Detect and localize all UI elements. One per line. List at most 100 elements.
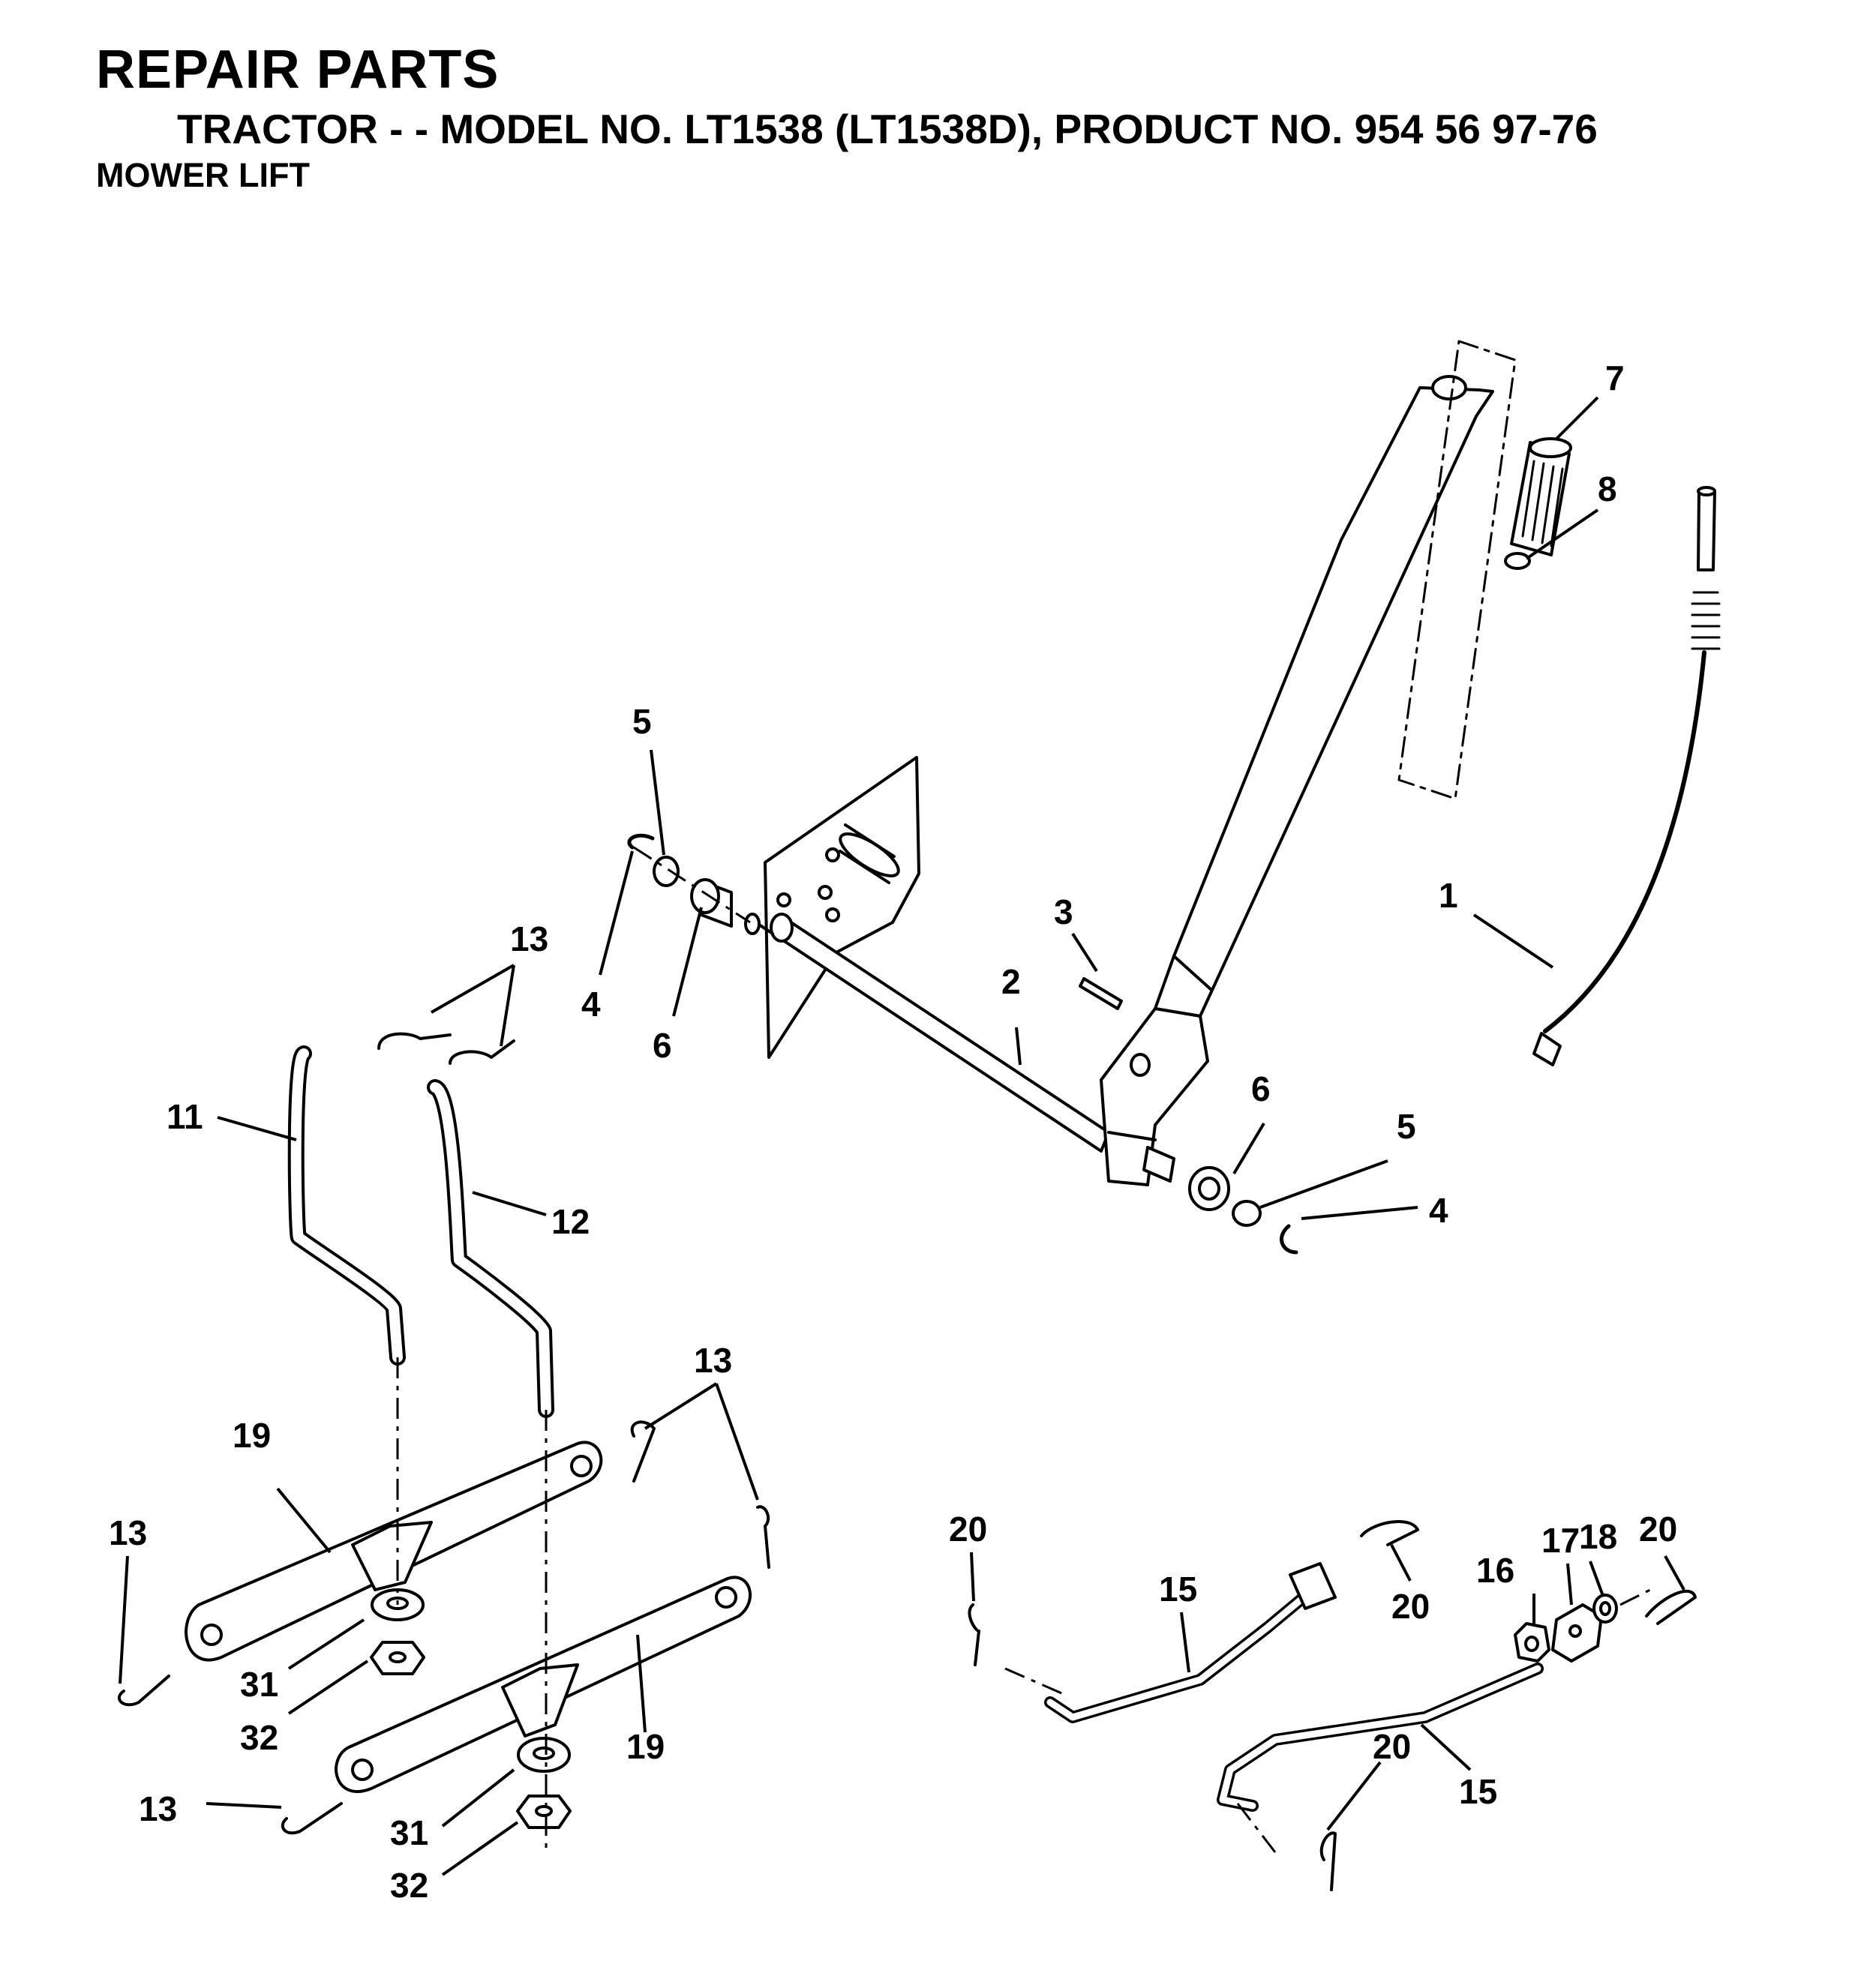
- leader-32a: [287, 1660, 369, 1715]
- shaft-end-lower: [1142, 1146, 1175, 1183]
- leader-4a: [599, 850, 634, 976]
- leader-7: [1555, 396, 1599, 440]
- handle-clevis: [1100, 1007, 1209, 1186]
- leader-8: [1525, 508, 1599, 560]
- adjust-rod-lower-inner: [1219, 1665, 1541, 1810]
- callout-20: 20: [949, 1510, 987, 1549]
- callout-1: 1: [1439, 876, 1458, 915]
- lift-arm-upper: [185, 1441, 603, 1662]
- spacer-lower: [517, 1737, 571, 1773]
- leader-6a: [672, 907, 703, 1017]
- leader-12: [472, 1191, 547, 1216]
- callout-13: 13: [694, 1341, 732, 1380]
- axis-line-lower-rod: [1236, 1803, 1277, 1853]
- leader-17: [1566, 1563, 1573, 1606]
- leader-3: [1071, 932, 1098, 973]
- leader-6b: [1232, 1122, 1265, 1175]
- leader-13d: [206, 1802, 282, 1809]
- lift-link-left-inner: [290, 1048, 403, 1363]
- callout-7: 7: [1605, 358, 1625, 397]
- hairpin-clip-6: [281, 1802, 343, 1835]
- callout-13: 13: [139, 1789, 177, 1828]
- callout-16: 16: [1476, 1551, 1514, 1590]
- leader-5b: [1259, 1159, 1388, 1209]
- callout-31: 31: [390, 1813, 428, 1852]
- leader-20b: [1390, 1544, 1412, 1582]
- jam-nut: [1514, 1622, 1550, 1663]
- leader-20c: [1664, 1555, 1685, 1591]
- callout-31: 31: [240, 1665, 278, 1704]
- ferrule-block: [1551, 1603, 1603, 1663]
- callout-11: 11: [167, 1097, 203, 1136]
- callout-6: 6: [1251, 1069, 1271, 1108]
- callout-8: 8: [1598, 469, 1617, 508]
- axis-line-upper-rod: [1004, 1667, 1066, 1696]
- hairpin-clip-3: [630, 1420, 656, 1483]
- callout-3: 3: [1054, 892, 1073, 931]
- leader-19a: [276, 1487, 332, 1554]
- ferrule-washer: [1592, 1594, 1618, 1624]
- bushing-lower: [1188, 1166, 1230, 1211]
- leader-19b: [636, 1634, 647, 1733]
- leader-31a: [287, 1618, 365, 1670]
- leader-1: [1472, 913, 1554, 969]
- callout-4: 4: [1429, 1191, 1448, 1230]
- lift-arm-lower: [335, 1576, 752, 1793]
- page-title: REPAIR PARTS: [96, 40, 500, 100]
- lift-link-right-inner: [430, 1082, 551, 1415]
- leader-20d: [1326, 1761, 1382, 1831]
- roll-pin: [1079, 977, 1123, 1010]
- hairpin-clip-8: [1360, 1519, 1419, 1546]
- callout-15: 15: [1159, 1570, 1197, 1609]
- leader-13a: [431, 964, 515, 1047]
- leader-20a: [970, 1552, 975, 1602]
- leader-15b: [1420, 1723, 1472, 1771]
- callout-12: 12: [551, 1202, 590, 1241]
- hairpin-clip-10: [1319, 1831, 1337, 1891]
- leader-32b: [441, 1821, 519, 1876]
- model-subtitle: TRACTOR - - MODEL NO. LT1538 (LT1538D), …: [177, 106, 1598, 152]
- callout-20: 20: [1639, 1510, 1677, 1549]
- lift-link-left: [287, 1045, 406, 1366]
- leader-18: [1589, 1561, 1604, 1597]
- leader-4b: [1301, 1206, 1418, 1220]
- leader-5a: [650, 749, 665, 856]
- leader-13c: [119, 1555, 129, 1684]
- ferrule-upper: [1289, 1562, 1337, 1610]
- hairpin-clip-9: [1645, 1589, 1697, 1625]
- axis-line-shaft-upper: [633, 846, 751, 924]
- shaft-end-upper: [744, 913, 761, 935]
- leader-31b: [441, 1768, 515, 1828]
- nut-lower: [516, 1795, 572, 1829]
- callout-5: 5: [1397, 1107, 1416, 1146]
- axis-line-ferrule: [1619, 1588, 1651, 1606]
- e-clip-lower: [1280, 1224, 1298, 1255]
- hairpin-clip-2: [449, 1039, 515, 1065]
- callout-2: 2: [1001, 962, 1021, 1001]
- lift-cable: [1532, 486, 1721, 1066]
- callout-4: 4: [581, 985, 601, 1024]
- leader-2: [1015, 1027, 1022, 1066]
- adjust-rod-upper-inner: [1046, 1586, 1316, 1721]
- callout-17: 17: [1541, 1521, 1580, 1560]
- callout-32: 32: [240, 1718, 278, 1757]
- callout-13: 13: [510, 919, 548, 958]
- leader-11: [217, 1116, 297, 1141]
- grip-nut: [1504, 552, 1531, 570]
- washer-lower: [1232, 1200, 1262, 1227]
- section-title: MOWER LIFT: [96, 156, 310, 194]
- callout-13: 13: [109, 1513, 147, 1552]
- callout-labels: 7 8 5 3 1 13 4 6 2 11 12 6 5 4 13 19 13 …: [109, 358, 1677, 1905]
- adjust-rod-upper: [1044, 1584, 1319, 1723]
- hairpin-clip-5: [117, 1675, 170, 1707]
- callout-19: 19: [233, 1416, 271, 1455]
- callout-20: 20: [1373, 1727, 1411, 1766]
- leader-13b: [644, 1382, 759, 1501]
- callout-15: 15: [1459, 1772, 1497, 1811]
- callout-6: 6: [653, 1026, 672, 1065]
- hairpin-clip-4: [756, 1505, 770, 1569]
- nut-upper: [370, 1641, 425, 1675]
- lift-handle: [1154, 375, 1494, 1018]
- hairpin-clip-1: [377, 1032, 452, 1050]
